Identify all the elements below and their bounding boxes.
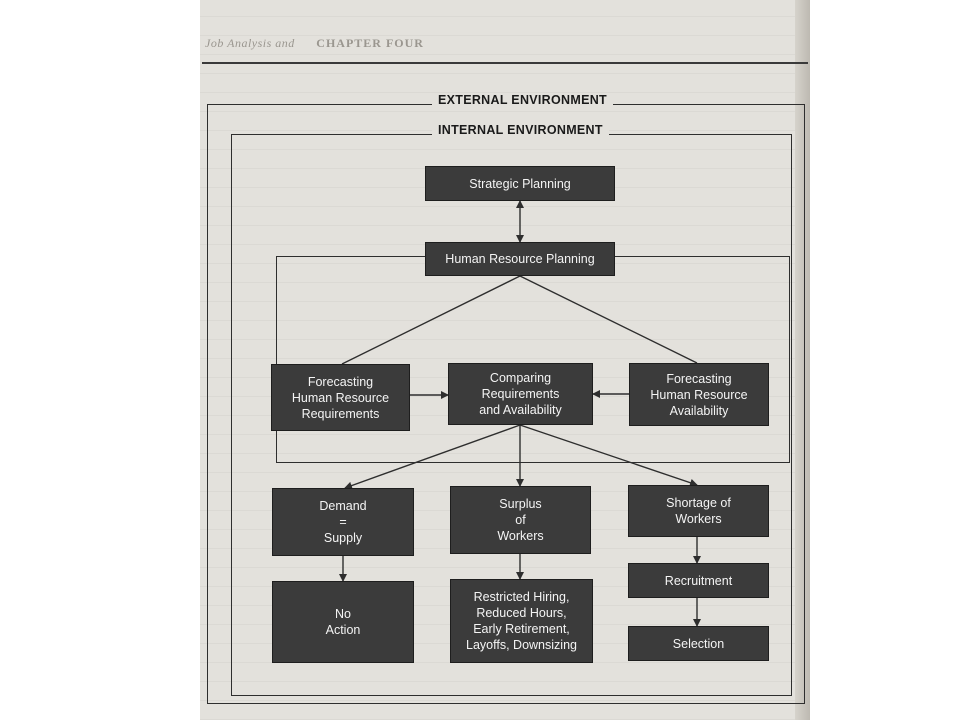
demand-supply-box: Demand = Supply <box>272 488 414 556</box>
strategic-planning-box: Strategic Planning <box>425 166 615 201</box>
no-action-box: No Action <box>272 581 414 663</box>
recruitment-box: Recruitment <box>628 563 769 598</box>
surplus-box: Surplus of Workers <box>450 486 591 554</box>
internal-environment-label: INTERNAL ENVIRONMENT <box>432 123 609 137</box>
chapter-label: CHAPTER FOUR <box>316 36 424 50</box>
hr-to-forecast-req-line <box>341 275 521 365</box>
running-head: Job Analysis and <box>205 36 295 50</box>
page-edge <box>795 0 810 720</box>
comparing-box: Comparing Requirements and Availability <box>448 363 593 425</box>
shortage-box: Shortage of Workers <box>628 485 769 537</box>
compare-to-shortage-arrow <box>519 424 698 487</box>
external-environment-label: EXTERNAL ENVIRONMENT <box>432 93 613 107</box>
hr-planning-box: Human Resource Planning <box>425 242 615 276</box>
forecast-availability-box: Forecasting Human Resource Availability <box>629 363 769 426</box>
page-header: Job Analysis and CHAPTER FOUR <box>205 36 424 51</box>
forecast-requirements-box: Forecasting Human Resource Requirements <box>271 364 410 431</box>
restricted-hiring-box: Restricted Hiring, Reduced Hours, Early … <box>450 579 593 663</box>
selection-box: Selection <box>628 626 769 661</box>
header-rule <box>202 62 808 64</box>
hr-to-forecast-avail-line <box>519 275 698 364</box>
compare-to-demand-arrow <box>344 424 521 490</box>
